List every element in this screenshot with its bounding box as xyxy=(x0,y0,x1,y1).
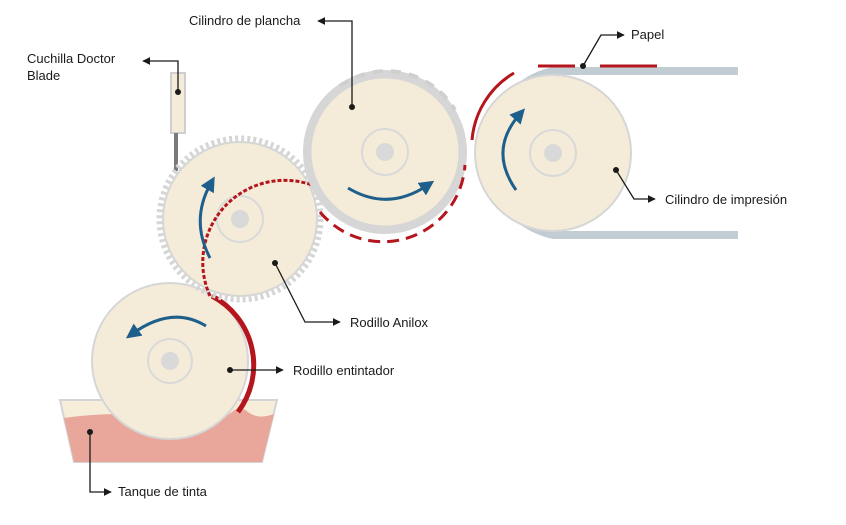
rotation-arrow-icon xyxy=(125,315,207,339)
anilox-roller xyxy=(156,135,324,303)
leader-lines xyxy=(87,17,656,496)
rotation-arrow-icon xyxy=(501,108,525,191)
label-ink-tank: Tanque de tinta xyxy=(118,484,207,499)
label-anilox-roller: Rodillo Anilox xyxy=(350,315,429,330)
label-plate-cylinder: Cilindro de plancha xyxy=(189,13,301,28)
impression-cylinder xyxy=(474,74,632,232)
plate-cylinder xyxy=(303,69,467,244)
rotation-arrow-icon xyxy=(198,176,215,259)
label-paper: Papel xyxy=(631,27,665,42)
label-impression-cylinder: Cilindro de impresión xyxy=(665,192,788,207)
label-fountain-roller: Rodillo entintador xyxy=(293,363,395,378)
rotation-arrow-icon xyxy=(347,180,435,201)
label-doctor-blade: Cuchilla Doctor Blade xyxy=(27,51,116,83)
fountain-roller xyxy=(91,282,257,440)
